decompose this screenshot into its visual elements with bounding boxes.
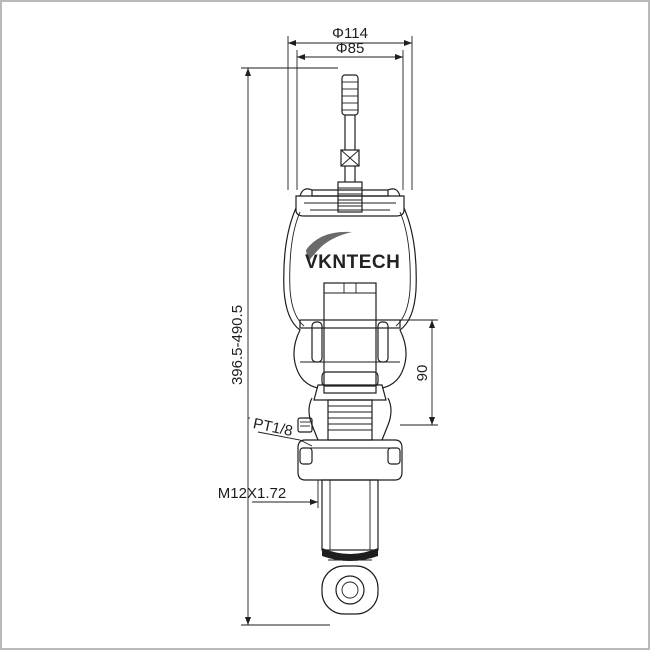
height-90-label: 90 [414, 365, 431, 382]
length-range-label: 396.5-490.5 [229, 305, 246, 385]
rubber-bellows [283, 207, 417, 389]
outer-diameter-label: Φ114 [332, 25, 368, 42]
top-plate [295, 188, 405, 217]
piston-body [323, 282, 377, 394]
brand-logo-text: VKNTECH [305, 252, 400, 273]
port-thread-label: PT1/8 [252, 415, 295, 440]
bottom-eye-mount [321, 559, 379, 615]
mounting-collar [297, 439, 403, 481]
inner-diameter-label: Φ85 [336, 40, 365, 57]
length-dimension-lines [241, 67, 338, 626]
side-clips [299, 319, 401, 363]
vkntech-logo: VKNTECH [305, 231, 400, 273]
bolt-thread-label: M12X1.72 [218, 485, 286, 502]
damper-tube [321, 479, 379, 561]
pt-port [248, 417, 313, 447]
ribbed-section [308, 371, 392, 441]
height-dimension-lines [400, 319, 438, 426]
piston-rod-top [337, 74, 363, 213]
diameter-dimension-lines [287, 36, 413, 190]
bolt-dimension-lines [252, 480, 319, 508]
